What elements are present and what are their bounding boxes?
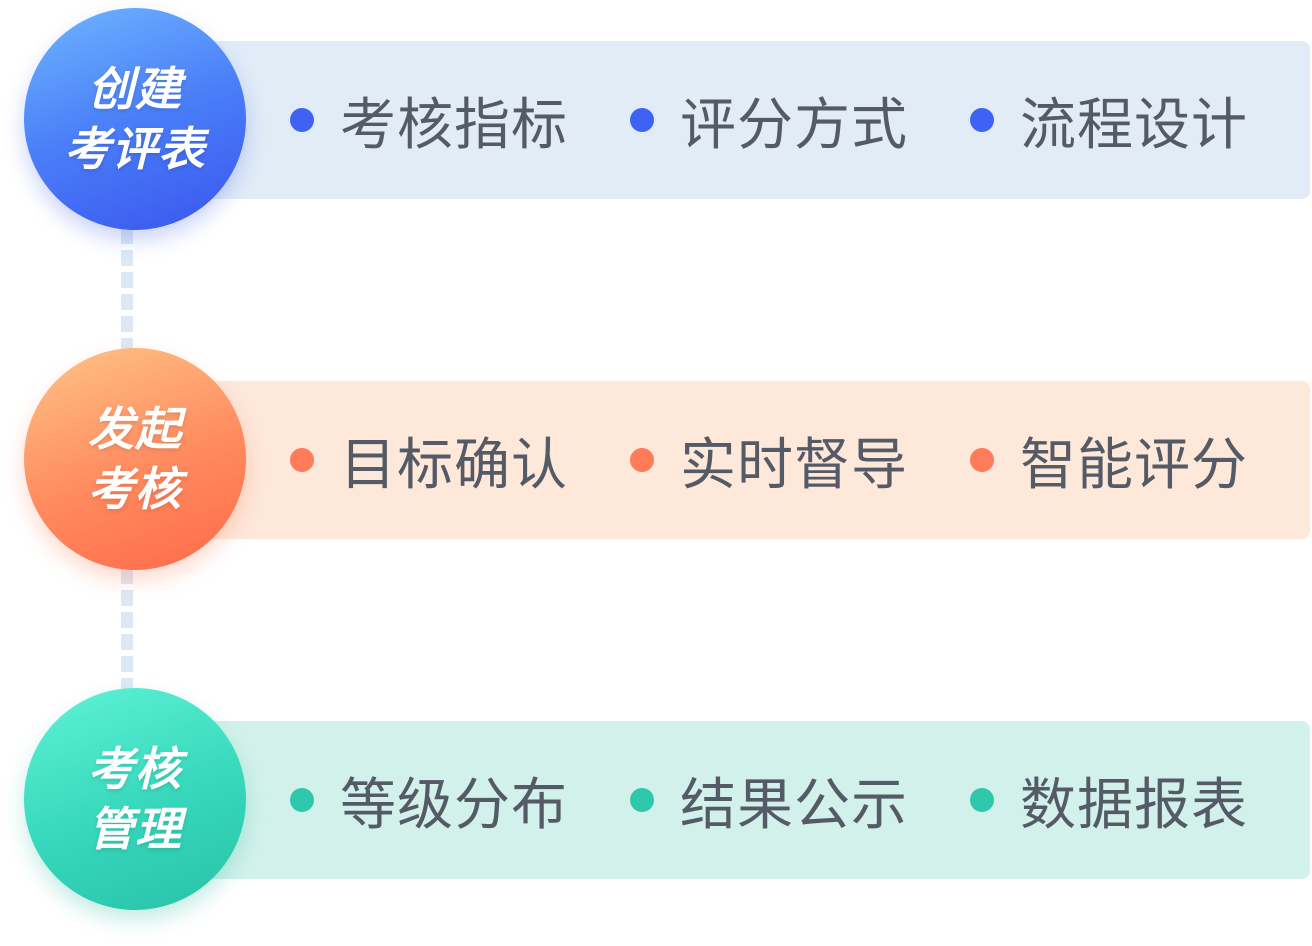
step-create-review-form: 创建 考评表 考核指标 评分方式 流程设计 bbox=[0, 5, 1312, 235]
step-badge-line: 创建 bbox=[88, 62, 182, 116]
step-item: 考核指标 bbox=[290, 84, 568, 158]
step-item: 智能评分 bbox=[970, 424, 1248, 498]
step-item-label: 目标确认 bbox=[340, 432, 568, 498]
step-band bbox=[190, 721, 1310, 879]
bullet-dot-icon bbox=[290, 108, 314, 132]
bullet-dot-icon bbox=[970, 788, 994, 812]
step-item-label: 实时督导 bbox=[680, 432, 908, 498]
step-launch-review: 发起 考核 目标确认 实时督导 智能评分 bbox=[0, 345, 1312, 575]
step-badge-line: 考核 bbox=[88, 462, 182, 516]
step-item: 数据报表 bbox=[970, 764, 1248, 838]
bullet-dot-icon bbox=[630, 108, 654, 132]
step-item-label: 考核指标 bbox=[340, 92, 568, 158]
bullet-dot-icon bbox=[970, 448, 994, 472]
step-badge: 创建 考评表 bbox=[24, 8, 246, 230]
bullet-dot-icon bbox=[630, 448, 654, 472]
step-item-label: 智能评分 bbox=[1020, 432, 1248, 498]
step-band bbox=[190, 381, 1310, 539]
step-item: 结果公示 bbox=[630, 764, 908, 838]
bullet-dot-icon bbox=[630, 788, 654, 812]
step-badge-line: 管理 bbox=[88, 802, 182, 856]
bullet-dot-icon bbox=[970, 108, 994, 132]
bullet-dot-icon bbox=[290, 788, 314, 812]
step-item: 等级分布 bbox=[290, 764, 568, 838]
step-badge-line: 考核 bbox=[88, 742, 182, 796]
step-item-label: 结果公示 bbox=[680, 772, 908, 838]
bullet-dot-icon bbox=[290, 448, 314, 472]
step-badge-line: 发起 bbox=[88, 402, 182, 456]
dashed-connector bbox=[121, 568, 133, 690]
step-item: 评分方式 bbox=[630, 84, 908, 158]
dashed-connector bbox=[121, 228, 133, 350]
step-band bbox=[190, 41, 1310, 199]
step-item-label: 评分方式 bbox=[680, 92, 908, 158]
step-item-label: 数据报表 bbox=[1020, 772, 1248, 838]
step-badge: 考核 管理 bbox=[24, 688, 246, 910]
step-item-label: 流程设计 bbox=[1020, 92, 1248, 158]
step-review-management: 考核 管理 等级分布 结果公示 数据报表 bbox=[0, 685, 1312, 915]
step-item: 流程设计 bbox=[970, 84, 1248, 158]
step-item-label: 等级分布 bbox=[340, 772, 568, 838]
step-item: 实时督导 bbox=[630, 424, 908, 498]
step-badge: 发起 考核 bbox=[24, 348, 246, 570]
step-item: 目标确认 bbox=[290, 424, 568, 498]
step-badge-line: 考评表 bbox=[64, 122, 206, 176]
